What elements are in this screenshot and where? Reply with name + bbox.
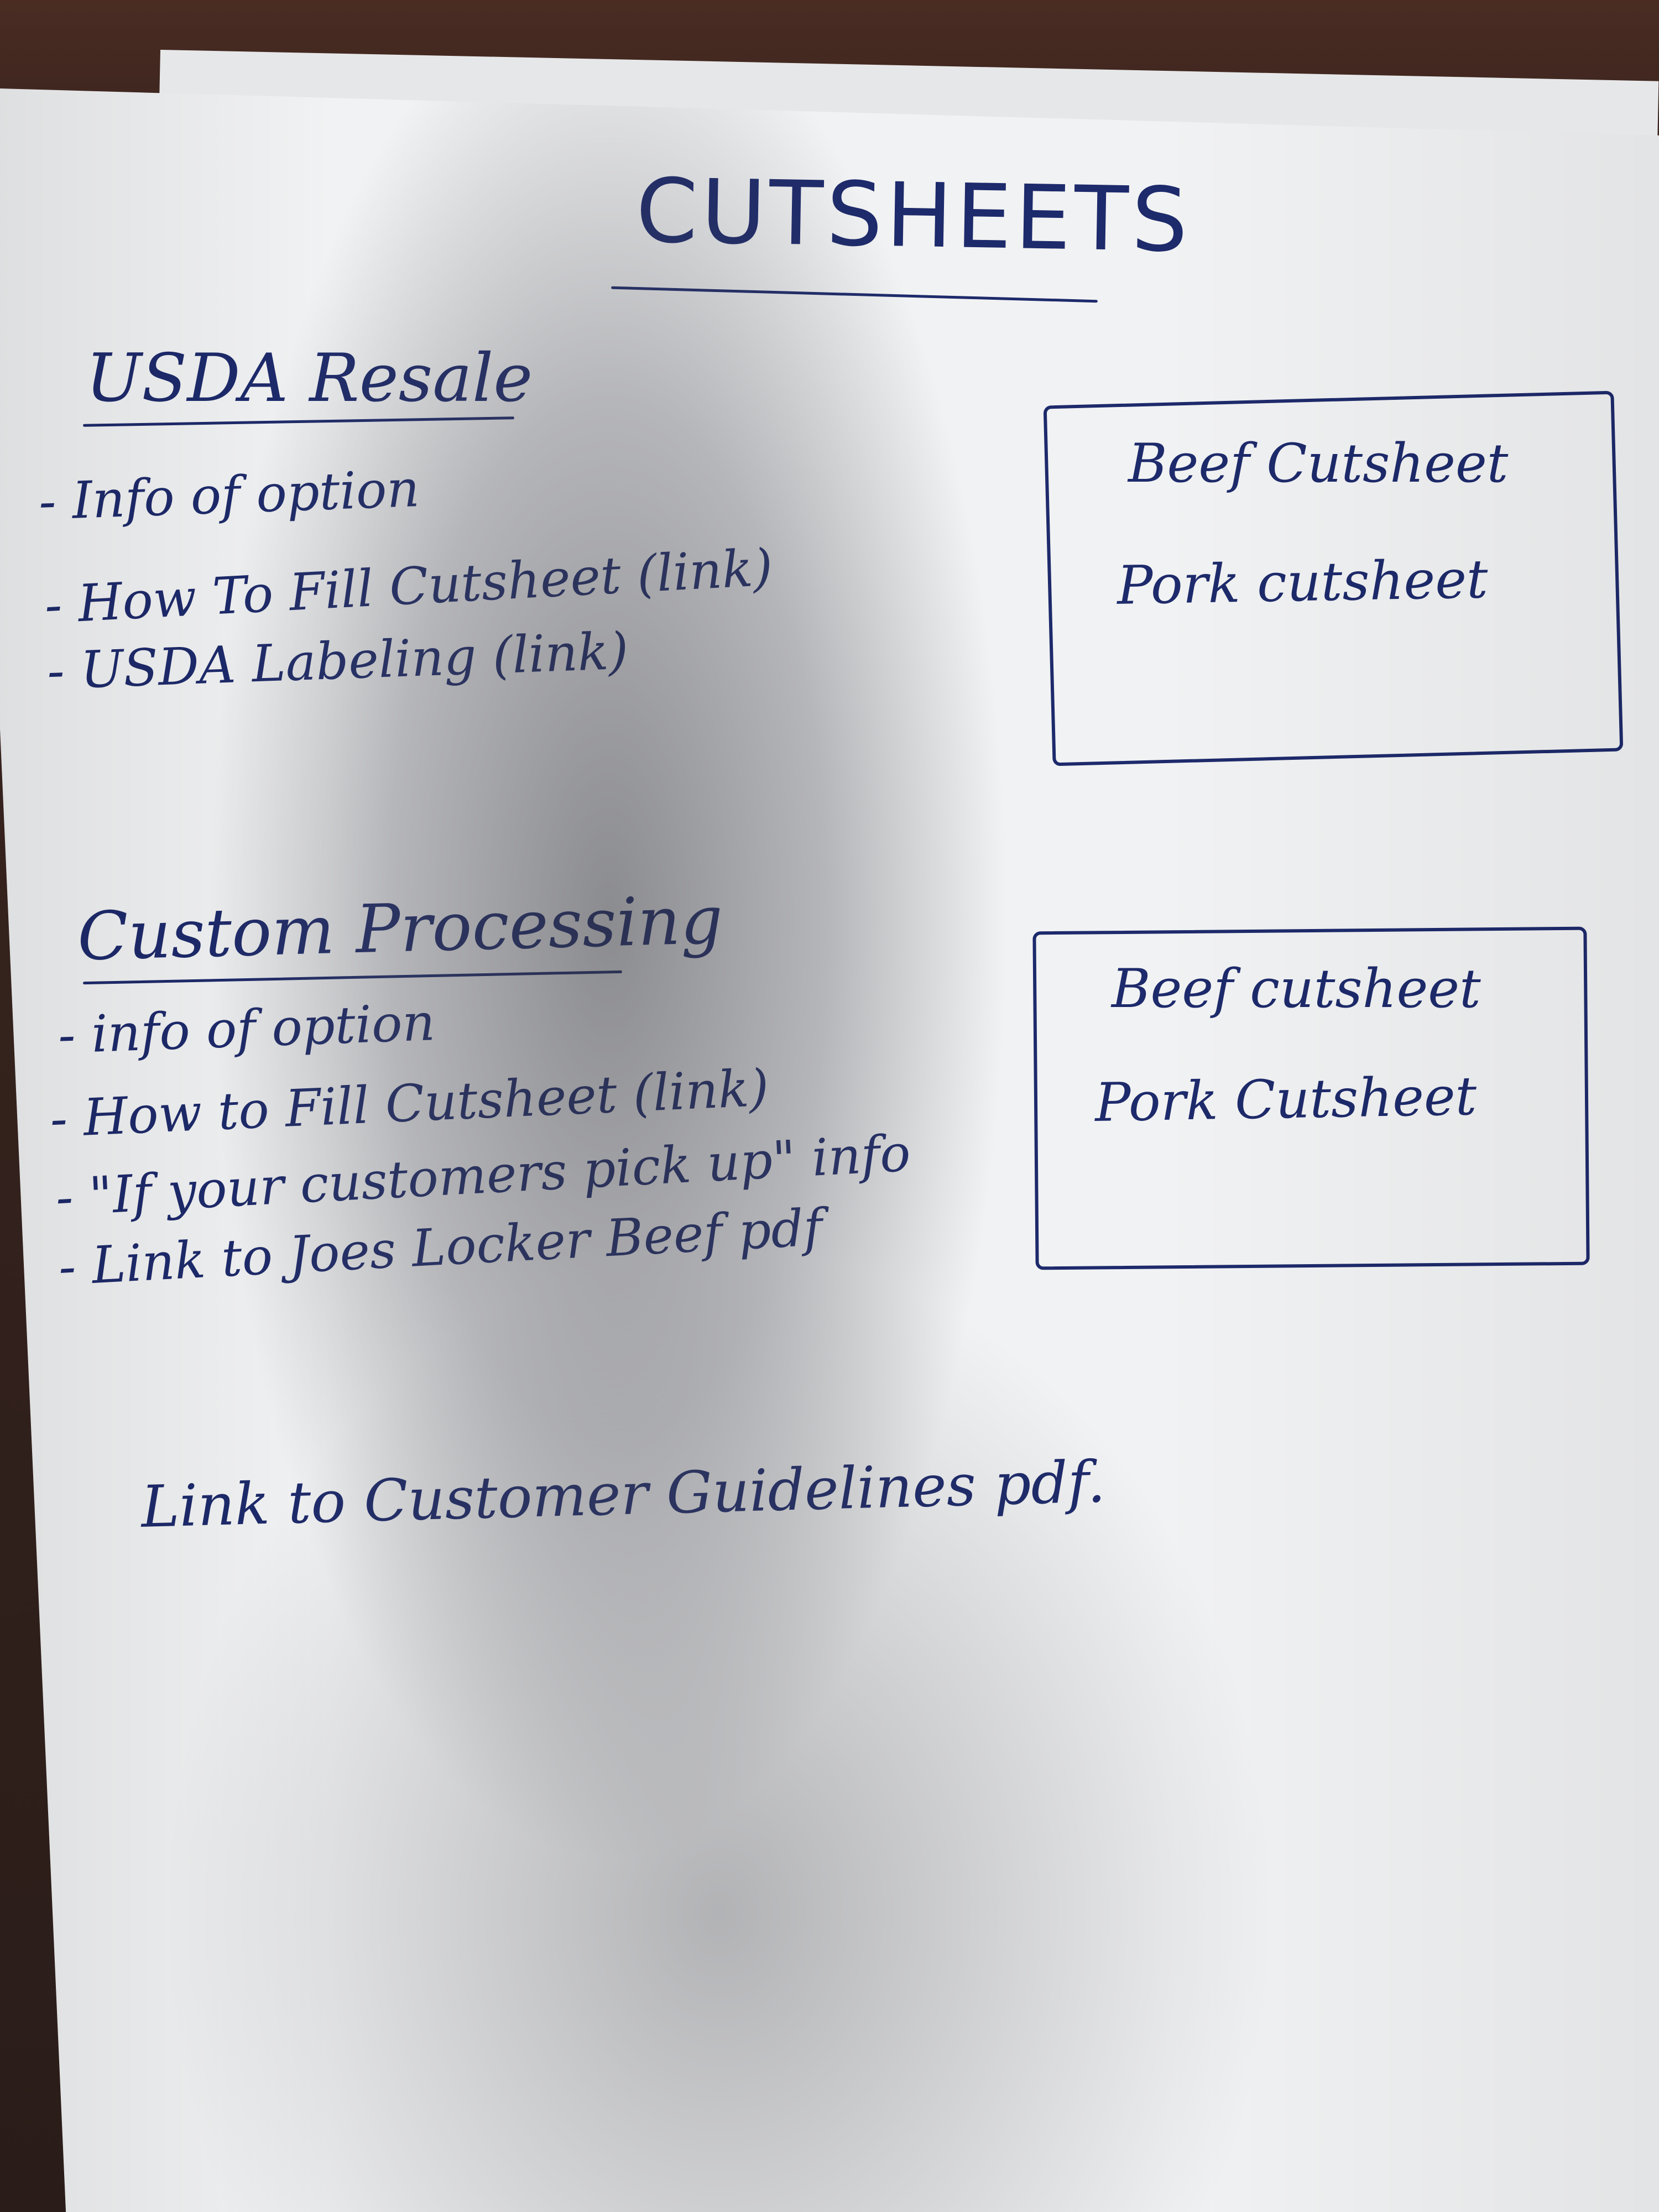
custom-beef-cutsheet-link[interactable]: Beef cutsheet xyxy=(1112,958,1481,1020)
section-heading-usda-resale: USDA Resale xyxy=(86,340,533,417)
usda-pork-cutsheet-link[interactable]: Pork cutsheet xyxy=(1117,548,1489,617)
customer-guidelines-link[interactable]: Link to Customer Guidelines pdf. xyxy=(140,1448,1107,1541)
usda-item-labeling-link[interactable]: - USDA Labeling (link) xyxy=(46,621,630,701)
paper-sheet: CUTSHEETS USDA Resale - Info of option -… xyxy=(0,88,1659,2212)
custom-pork-cutsheet-link[interactable]: Pork Cutsheet xyxy=(1094,1065,1478,1134)
page-title: CUTSHEETS xyxy=(635,159,1192,272)
section-heading-custom-processing: Custom Processing xyxy=(76,881,724,976)
usda-resale-underline xyxy=(83,416,514,427)
usda-item-how-to-fill-link[interactable]: - How To Fill Cutsheet (link) xyxy=(43,538,774,635)
usda-beef-cutsheet-link[interactable]: Beef Cutsheet xyxy=(1128,432,1509,494)
title-underline xyxy=(611,286,1098,303)
custom-item-info: - info of option xyxy=(57,993,436,1065)
custom-item-how-to-fill-link[interactable]: - How to Fill Cutsheet (link) xyxy=(49,1058,770,1149)
usda-item-info: - Info of option xyxy=(38,459,421,531)
